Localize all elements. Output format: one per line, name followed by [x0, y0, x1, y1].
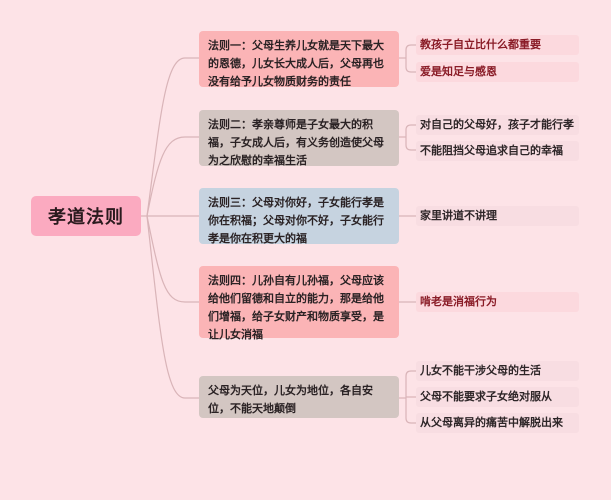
leaf-node-5-3[interactable]: 从父母离异的痛苦中解脱出来: [416, 413, 579, 433]
branch-node-3[interactable]: 法则三：父母对你好，子女能行孝是你在积福；父母对你不好，子女能行孝是你在积更大的…: [199, 188, 399, 245]
leaf-node-1-2[interactable]: 爱是知足与感恩: [416, 62, 579, 82]
leaf-node-2-2[interactable]: 不能阻挡父母追求自己的幸福: [416, 141, 579, 161]
root-node[interactable]: 孝道法则: [31, 196, 141, 236]
leaf-node-4-1[interactable]: 啃老是消福行为: [416, 292, 579, 312]
leaf-node-2-1[interactable]: 对自己的父母好，孩子才能行孝: [416, 115, 579, 135]
branch-node-4[interactable]: 法则四：儿孙自有儿孙福，父母应该给他们留德和自立的能力，那是给他们增福，给子女财…: [199, 266, 399, 341]
leaf-node-5-1[interactable]: 儿女不能干涉父母的生活: [416, 361, 579, 381]
leaf-node-1-1[interactable]: 教孩子自立比什么都重要: [416, 35, 579, 55]
branch-node-5[interactable]: 父母为天位，儿女为地位，各自安位，不能天地颠倒: [199, 376, 399, 418]
leaf-node-3-1[interactable]: 家里讲道不讲理: [416, 206, 579, 226]
branch-node-1[interactable]: 法则一：父母生养儿女就是天下最大的恩德，儿女长大成人后，父母再也没有给予儿女物质…: [199, 31, 399, 88]
branch-node-2[interactable]: 法则二：孝亲尊师是子女最大的积福，子女成人后，有义务创造使父母为之欣慰的幸福生活: [199, 110, 399, 167]
leaf-node-5-2[interactable]: 父母不能要求子女绝对服从: [416, 387, 579, 407]
